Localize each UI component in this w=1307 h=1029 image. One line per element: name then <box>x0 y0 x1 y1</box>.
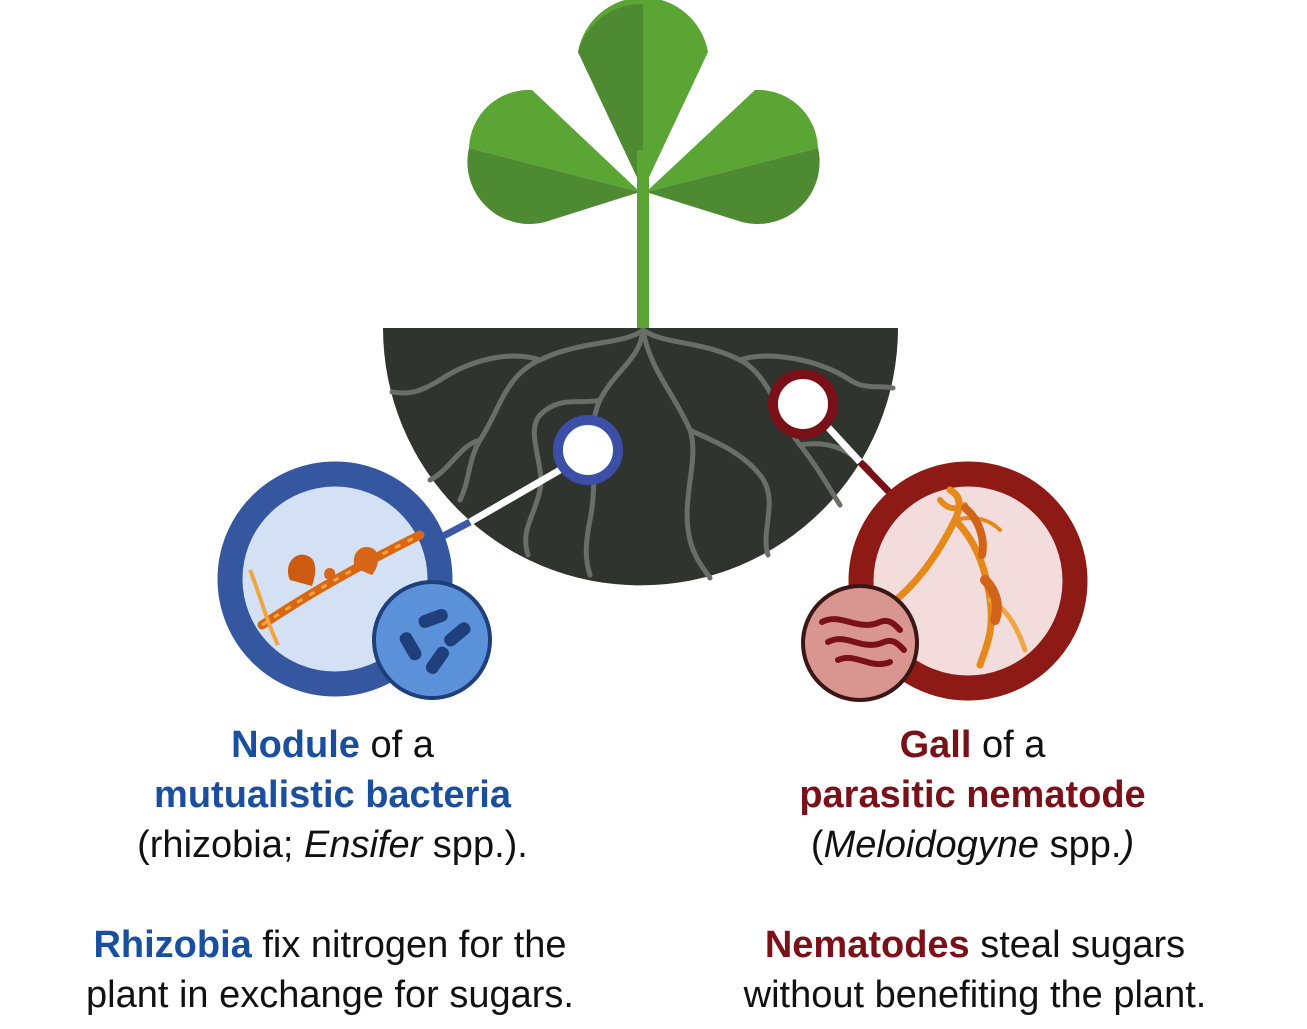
nodule-title-line: Nodule of a <box>60 720 605 770</box>
nematode-desc-rest: steal sugars <box>969 924 1186 966</box>
nodule-title: Nodule <box>231 724 360 766</box>
leaf-top <box>578 0 708 190</box>
gall-root-image <box>886 486 1028 669</box>
species-pre: (rhizobia; <box>137 824 304 866</box>
nem-species-close: ) <box>1121 824 1135 866</box>
gall-caption: Gall of a parasitic nematode (Meloidogyn… <box>700 720 1245 870</box>
roots <box>389 327 896 581</box>
nematode-desc-line2: without benefiting the plant. <box>743 974 1207 1016</box>
rhizobia-desc-bold: Rhizobia <box>93 924 252 966</box>
rhizobia-desc-rest: fix nitrogen for the <box>251 924 567 966</box>
nem-species-post: spp. <box>1039 824 1122 866</box>
rhizobia-desc-line2: plant in exchange for sugars. <box>86 974 574 1016</box>
leaf-right <box>646 89 820 224</box>
rhizobia-species: (rhizobia; Ensifer spp.). <box>60 820 605 870</box>
nem-species-pre: ( <box>810 824 824 866</box>
nematode-desc-line1: Nematodes steal sugars <box>680 920 1270 970</box>
plant-leaves <box>467 0 820 332</box>
rhizobia-desc-line1: Rhizobia fix nitrogen for the <box>30 920 630 970</box>
nodule-magnifier <box>217 461 492 700</box>
nodule-title-rest: of a <box>359 724 434 766</box>
gall-title-line: Gall of a <box>700 720 1245 770</box>
gall-marker <box>768 369 838 439</box>
nem-species-genus: Meloidogyne <box>823 824 1040 866</box>
nematode-icon <box>819 616 907 668</box>
nematode-description: Nematodes steal sugars without benefitin… <box>680 920 1270 1020</box>
species-genus: Ensifer <box>303 824 423 866</box>
nematode-desc-bold: Nematodes <box>764 924 970 966</box>
rhizobia-description: Rhizobia fix nitrogen for the plant in e… <box>30 920 630 1020</box>
gall-title-rest: of a <box>971 724 1046 766</box>
nematode-species: (Meloidogyne spp.) <box>700 820 1245 870</box>
leaf-left <box>467 89 640 224</box>
plant-stem <box>637 150 649 332</box>
mutualist-label: mutualistic bacteria <box>154 774 511 816</box>
species-post: spp.). <box>422 824 528 866</box>
parasite-label: parasitic nematode <box>799 774 1146 816</box>
gall-magnifier <box>801 461 1088 702</box>
gall-connector <box>768 369 895 498</box>
nodule-connector <box>428 415 623 547</box>
nodule-root-image <box>248 530 425 646</box>
nodule-caption: Nodule of a mutualistic bacteria (rhizob… <box>60 720 605 870</box>
soil-root-zone <box>383 327 898 586</box>
nodule-marker <box>553 415 623 485</box>
gall-title: Gall <box>899 724 972 766</box>
bacteria-icon <box>399 608 471 674</box>
bacteria-inset <box>372 580 492 700</box>
